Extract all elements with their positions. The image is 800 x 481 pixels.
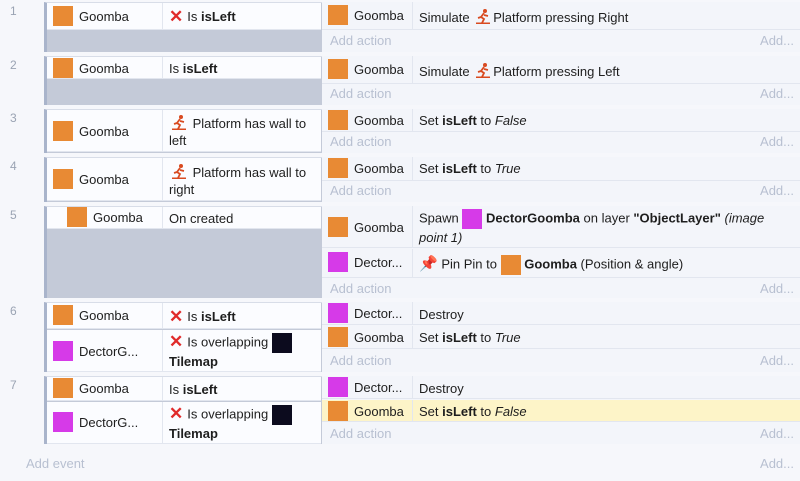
condition-row[interactable]: Goomba Is isLeft xyxy=(47,57,321,79)
goomba-icon xyxy=(328,5,348,25)
condition-row[interactable]: Goomba Is isLeft xyxy=(47,377,321,401)
dector-goomba-icon xyxy=(328,303,348,323)
add-event-link[interactable]: Add event xyxy=(26,456,85,471)
event-number: 1 xyxy=(10,4,17,18)
condition-row[interactable]: Goomba ✕Is isLeft xyxy=(47,303,321,329)
platform-behavior-icon xyxy=(172,164,186,179)
event-3[interactable]: 3 Goomba Platform has wall to left Goomb… xyxy=(0,109,800,153)
action-row[interactable]: Goomba Set isLeft to True xyxy=(322,157,800,181)
event-2[interactable]: 2 Goomba Is isLeft Goomba Simulate Platf… xyxy=(0,56,800,105)
event-7[interactable]: 7 Goomba Is isLeft DectorG... ✕Is overla… xyxy=(0,376,800,444)
event-4[interactable]: 4 Goomba Platform has wall to right Goom… xyxy=(0,157,800,202)
action-row[interactable]: Goomba Simulate Platform pressing Left xyxy=(322,56,800,84)
condition-row[interactable]: Goomba On created xyxy=(47,207,321,229)
event-number: 3 xyxy=(10,111,17,125)
event-number: 2 xyxy=(10,58,17,72)
dector-goomba-icon xyxy=(328,252,348,272)
goomba-icon xyxy=(500,255,521,275)
condition-row[interactable]: DectorG... ✕Is overlapping Tilemap xyxy=(47,330,321,372)
event-6[interactable]: 6 Goomba ✕Is isLeft DectorG... ✕Is overl… xyxy=(0,302,800,372)
action-row[interactable]: Goomba Simulate Platform pressing Right xyxy=(322,2,800,30)
event-number: 4 xyxy=(10,159,17,173)
event-1[interactable]: 1 Goomba ✕Is isLeft Goomba Simulate Plat… xyxy=(0,2,800,52)
event-5[interactable]: 5 ➜ Goomba On created Goomba Spawn Decto… xyxy=(0,206,800,298)
platform-behavior-icon xyxy=(476,63,491,78)
action-row[interactable]: Dector... Destroy xyxy=(322,376,800,399)
condition-row[interactable]: Goomba Platform has wall to right xyxy=(47,158,321,201)
condition-row[interactable]: Goomba ✕Is isLeft xyxy=(47,3,321,30)
dector-goomba-icon xyxy=(53,412,73,432)
condition-row[interactable]: Goomba Platform has wall to left xyxy=(47,110,321,152)
invert-x-icon: ✕ xyxy=(169,332,184,352)
invert-x-icon: ✕ xyxy=(169,404,184,424)
goomba-icon xyxy=(328,327,348,347)
dector-goomba-icon xyxy=(328,377,348,397)
tilemap-icon xyxy=(271,405,292,425)
dector-goomba-icon xyxy=(53,341,73,361)
pin-icon: 📌 xyxy=(419,255,438,273)
goomba-icon xyxy=(328,158,348,178)
event-number: 5 xyxy=(10,208,17,222)
dector-goomba-icon xyxy=(462,209,483,229)
add-more-link[interactable]: Add... xyxy=(760,456,794,471)
goomba-icon xyxy=(53,169,73,189)
goomba-icon xyxy=(53,378,73,398)
tilemap-icon xyxy=(271,333,292,353)
goomba-icon xyxy=(53,6,73,26)
event-number: 7 xyxy=(10,378,17,392)
condition-row[interactable]: DectorG... ✕Is overlapping Tilemap xyxy=(47,402,321,444)
action-row[interactable]: Goomba Set isLeft to True xyxy=(322,326,800,349)
invert-x-icon: ✕ xyxy=(169,307,184,326)
action-row-selected[interactable]: Goomba Set isLeft to False xyxy=(322,400,800,422)
platform-behavior-icon xyxy=(476,9,491,24)
action-row[interactable]: Goomba Set isLeft to False xyxy=(322,109,800,132)
goomba-icon xyxy=(53,121,73,141)
action-row[interactable]: Dector... 📌 Pin Pin to Goomba (Position … xyxy=(322,249,800,278)
goomba-icon xyxy=(328,110,348,130)
goomba-icon xyxy=(328,217,348,237)
platform-behavior-icon xyxy=(172,115,186,130)
goomba-icon xyxy=(53,305,73,325)
action-row[interactable]: Goomba Spawn DectorGoomba on layer "Obje… xyxy=(322,206,800,248)
action-row[interactable]: Dector... Destroy xyxy=(322,302,800,325)
invert-x-icon: ✕ xyxy=(169,7,184,26)
goomba-icon xyxy=(67,207,87,227)
goomba-icon xyxy=(328,401,348,421)
goomba-icon xyxy=(328,59,348,79)
goomba-icon xyxy=(53,58,73,78)
event-number: 6 xyxy=(10,304,17,318)
